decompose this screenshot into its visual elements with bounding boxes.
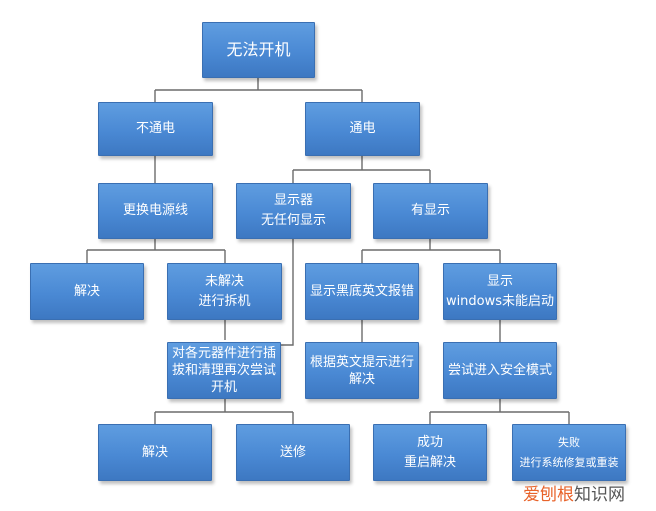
node-label: 解决 [141, 444, 168, 460]
node-label: 未解决 [204, 273, 244, 289]
node-label: 开机 [210, 380, 237, 395]
node-windows-failed-to-start: 显示 windows未能启动 [443, 263, 557, 320]
node-label: 送修 [279, 444, 306, 460]
node-label: 无法开机 [226, 40, 291, 59]
node-monitor-no-display: 显示器 无任何显示 [236, 183, 351, 239]
node-label: 拔和清理再次尝试 [171, 363, 276, 378]
node-label: 通电 [349, 121, 376, 136]
node-fail-repair-or-reinstall: 失败 进行系统修复或重装 [512, 424, 626, 481]
node-reseat-clean-components: 对各元器件进行插 拔和清理再次尝试 开机 [167, 342, 281, 399]
node-label: 更换电源线 [122, 203, 188, 218]
node-label: 失败 [558, 435, 580, 449]
node-follow-english-hint: 根据英文提示进行 解决 [305, 342, 419, 399]
node-label: 解决 [348, 371, 375, 387]
node-label: 尝试进入安全模式 [447, 362, 552, 378]
node-label: 进行拆机 [198, 293, 251, 309]
node-label: 成功 [416, 434, 443, 450]
watermark: 爱刨根知识网 [523, 485, 625, 505]
node-replace-power-cable: 更换电源线 [98, 183, 213, 239]
node-send-for-repair: 送修 [236, 424, 350, 481]
node-unsolved-disassemble: 未解决 进行拆机 [167, 263, 282, 320]
node-has-display: 有显示 [373, 183, 488, 239]
node-label: 根据英文提示进行 [309, 354, 414, 370]
node-label: 显示器 [273, 193, 313, 208]
node-cannot-boot: 无法开机 [202, 22, 315, 78]
node-label: 解决 [73, 283, 100, 299]
node-power-on: 通电 [305, 102, 420, 156]
watermark-part2: 知识网 [574, 485, 625, 505]
node-label: windows未能启动 [445, 293, 555, 309]
node-label: 显示 [486, 273, 513, 289]
watermark-part1: 爱刨根 [523, 485, 574, 505]
node-black-screen-english-error: 显示黑底英文报错 [305, 263, 419, 320]
node-label: 对各元器件进行插 [171, 346, 276, 361]
node-label: 无任何显示 [260, 213, 326, 228]
node-try-safe-mode: 尝试进入安全模式 [443, 342, 557, 399]
node-label: 进行系统修复或重装 [519, 455, 619, 469]
node-no-power: 不通电 [98, 102, 213, 156]
node-label: 重启解决 [403, 454, 456, 470]
node-label: 有显示 [410, 203, 450, 218]
node-label: 不通电 [135, 121, 175, 136]
node-label: 显示黑底英文报错 [309, 283, 414, 299]
node-solved-2: 解决 [98, 424, 212, 481]
node-solved-1: 解决 [30, 263, 144, 320]
node-success-restart-solved: 成功 重启解决 [373, 424, 487, 481]
